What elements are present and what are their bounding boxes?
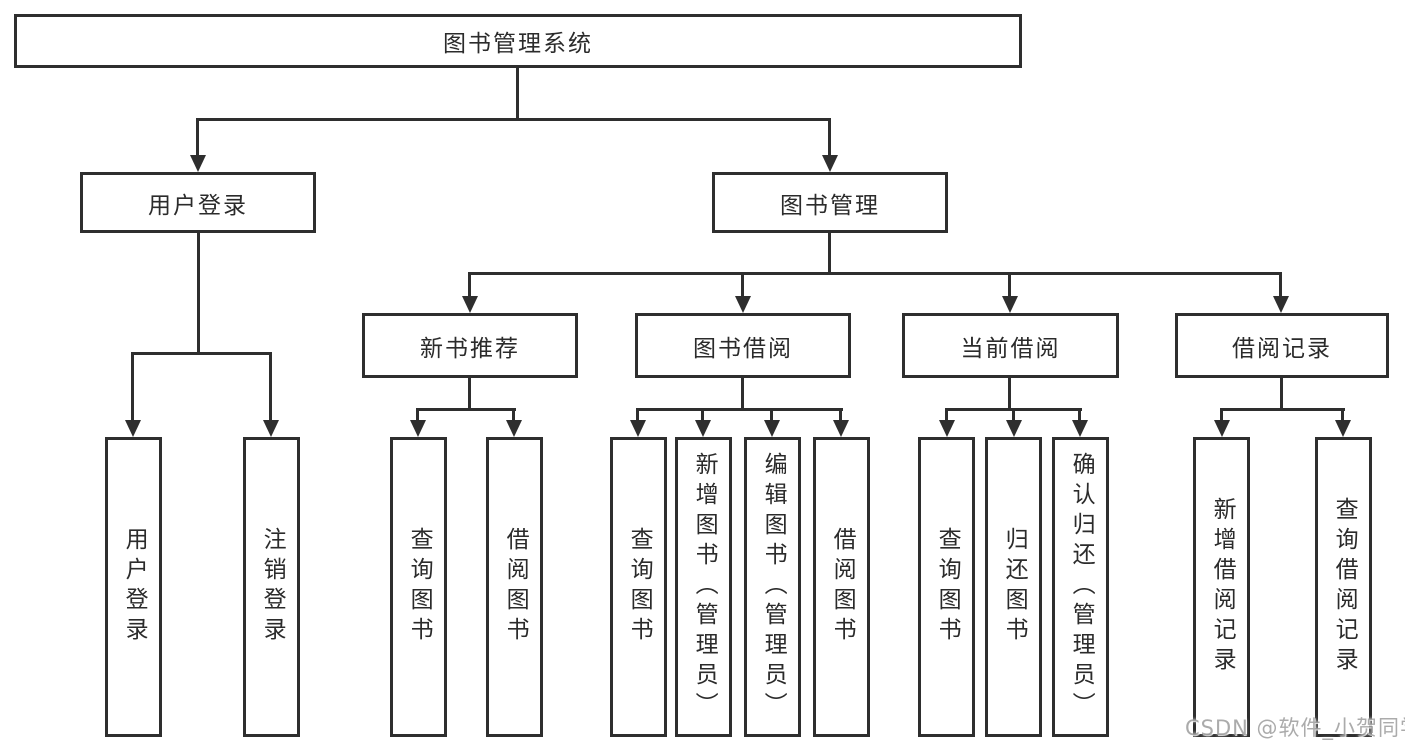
connector-line bbox=[828, 233, 831, 275]
arrow-down-icon bbox=[190, 155, 206, 172]
node-library-management-system: 图书管理系统 bbox=[14, 14, 1022, 68]
leaf-add-borrow-record: 新增借阅记录 bbox=[1193, 437, 1250, 737]
connector-line bbox=[741, 378, 744, 411]
arrow-down-icon bbox=[1006, 420, 1022, 437]
connector-line bbox=[196, 118, 199, 158]
leaf-label: 归还图书 bbox=[1001, 527, 1028, 647]
arrow-down-icon bbox=[1002, 296, 1018, 313]
connector-line bbox=[741, 272, 744, 300]
arrow-down-icon bbox=[263, 420, 279, 437]
leaf-query-books-borrow: 查询图书 bbox=[610, 437, 667, 737]
leaf-label: 注销登录 bbox=[259, 527, 286, 647]
node-user-login: 用户登录 bbox=[80, 172, 316, 233]
connector-line bbox=[637, 408, 843, 411]
arrow-down-icon bbox=[695, 420, 711, 437]
node-new-book-recommend: 新书推荐 bbox=[362, 313, 578, 378]
connector-line bbox=[468, 378, 471, 411]
connector-line bbox=[269, 352, 272, 422]
leaf-label: 新增借阅记录 bbox=[1209, 497, 1236, 677]
connector-line bbox=[839, 408, 842, 423]
leaf-label: 借阅图书 bbox=[502, 527, 529, 647]
arrow-down-icon bbox=[1335, 420, 1351, 437]
connector-line bbox=[469, 272, 1282, 275]
connector-line bbox=[1008, 272, 1011, 300]
leaf-add-book-admin: 新增图书（管理员） bbox=[675, 437, 732, 737]
leaf-label: 查询借阅记录 bbox=[1331, 497, 1358, 677]
connector-line bbox=[468, 272, 471, 300]
leaf-borrow-books: 借阅图书 bbox=[813, 437, 870, 737]
leaf-label: 查询图书 bbox=[626, 527, 653, 647]
leaf-borrow-books-recommend: 借阅图书 bbox=[486, 437, 543, 737]
connector-line bbox=[1012, 408, 1015, 423]
arrow-down-icon bbox=[125, 420, 141, 437]
connector-line bbox=[701, 408, 704, 423]
connector-line bbox=[196, 118, 831, 121]
connector-line bbox=[770, 408, 773, 423]
arrow-down-icon bbox=[833, 420, 849, 437]
leaf-logout-login: 注销登录 bbox=[243, 437, 300, 737]
arrow-down-icon bbox=[630, 420, 646, 437]
arrow-down-icon bbox=[462, 296, 478, 313]
arrow-down-icon bbox=[1273, 296, 1289, 313]
node-book-borrow: 图书借阅 bbox=[635, 313, 851, 378]
leaf-user-login: 用户登录 bbox=[105, 437, 162, 737]
leaf-label: 用户登录 bbox=[121, 527, 148, 647]
connector-line bbox=[131, 352, 134, 422]
arrow-down-icon bbox=[822, 155, 838, 172]
connector-line bbox=[1220, 408, 1223, 423]
arrow-down-icon bbox=[939, 420, 955, 437]
connector-line bbox=[636, 408, 639, 423]
leaf-confirm-return-admin: 确认归还（管理员） bbox=[1052, 437, 1109, 737]
connector-line bbox=[197, 233, 200, 355]
arrow-down-icon bbox=[1072, 420, 1088, 437]
arrow-down-icon bbox=[764, 420, 780, 437]
connector-line bbox=[1341, 408, 1344, 423]
leaf-query-books-current: 查询图书 bbox=[918, 437, 975, 737]
leaf-query-books-recommend: 查询图书 bbox=[390, 437, 447, 737]
connector-line bbox=[1279, 272, 1282, 300]
arrow-down-icon bbox=[735, 296, 751, 313]
leaf-query-borrow-record: 查询借阅记录 bbox=[1315, 437, 1372, 737]
connector-line bbox=[417, 408, 516, 411]
connector-line bbox=[1221, 408, 1345, 411]
leaf-label: 查询图书 bbox=[406, 527, 433, 647]
arrow-down-icon bbox=[506, 420, 522, 437]
arrow-down-icon bbox=[1214, 420, 1230, 437]
csdn-watermark: CSDN @软件_小贺同学 bbox=[1185, 716, 1405, 740]
leaf-label: 新增图书（管理员） bbox=[691, 452, 718, 722]
connector-line bbox=[131, 352, 272, 355]
connector-line bbox=[516, 68, 519, 121]
leaf-label: 确认归还（管理员） bbox=[1068, 452, 1095, 722]
leaf-label: 借阅图书 bbox=[829, 527, 856, 647]
arrow-down-icon bbox=[410, 420, 426, 437]
leaf-edit-book-admin: 编辑图书（管理员） bbox=[744, 437, 801, 737]
connector-line bbox=[512, 408, 515, 423]
leaf-label: 查询图书 bbox=[934, 527, 961, 647]
node-current-borrow: 当前借阅 bbox=[902, 313, 1119, 378]
connector-line bbox=[945, 408, 948, 423]
leaf-label: 编辑图书（管理员） bbox=[760, 452, 787, 722]
connector-line bbox=[416, 408, 419, 423]
connector-line bbox=[1078, 408, 1081, 423]
node-book-management: 图书管理 bbox=[712, 172, 948, 233]
leaf-return-books: 归还图书 bbox=[985, 437, 1042, 737]
connector-line bbox=[1280, 378, 1283, 411]
node-borrow-records: 借阅记录 bbox=[1175, 313, 1389, 378]
connector-line bbox=[1008, 378, 1011, 411]
connector-line bbox=[828, 118, 831, 158]
